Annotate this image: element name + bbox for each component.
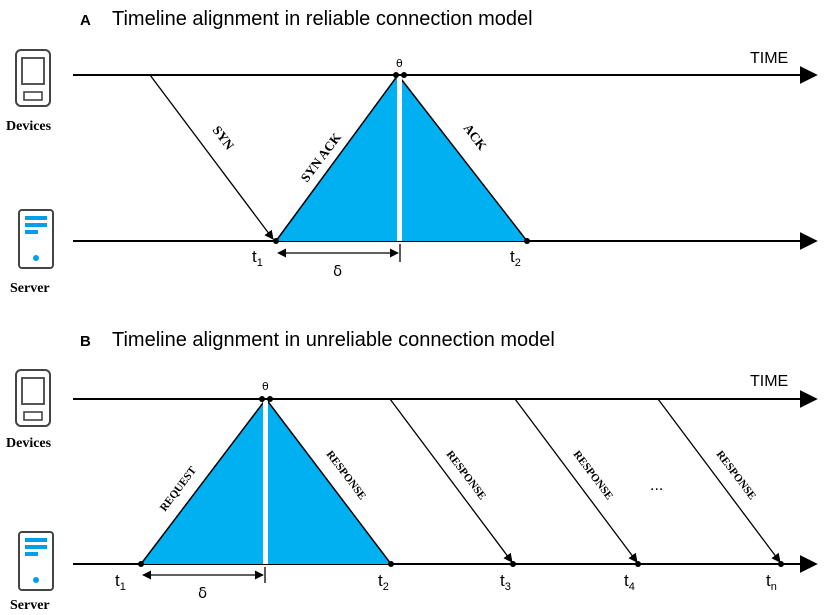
server-tower-icon [18,209,54,269]
time-label: TIME [750,373,788,390]
theta-point-left [259,396,265,402]
server-label: Server [10,598,50,613]
time-label: TIME [750,50,788,67]
theta-point-right [267,396,273,402]
panel-a: A Timeline alignment in reliable connect… [6,8,818,296]
response-arrow [265,398,392,565]
theta-label: θ [396,57,403,70]
syn-label: SYN [210,123,238,153]
t2-point [388,561,394,567]
t4-point [635,561,641,567]
ellipsis: ... [650,477,663,494]
devices-label: Devices [6,119,52,134]
panel-b-letter: B [80,333,91,350]
theta-divider [397,76,402,241]
mobile-device-icon [15,369,51,427]
response-label-2: RESPONSE [444,449,489,503]
response-arrow-2 [389,398,513,563]
t2-label: t2 [510,247,521,269]
synack-arrow [275,74,399,242]
response-label-n: RESPONSE [714,449,759,503]
t2-label: t2 [378,571,389,593]
syn-arrow [149,74,274,240]
ack-label: ACK [461,121,491,154]
response-arrow-3 [514,398,638,563]
tn-label: tn [766,571,777,593]
server-tower-icon [18,531,54,591]
t1-label: t1 [115,571,126,593]
t3-label: t3 [500,571,511,593]
t1-label: t1 [252,247,263,269]
devices-label: Devices [6,436,52,451]
t2-point [524,238,530,244]
panel-b: B Timeline alignment in unreliable conne… [6,329,818,613]
ack-arrow [397,74,528,242]
theta-point-left [393,72,399,78]
server-label: Server [10,281,50,296]
delta-label: δ [333,262,342,280]
tn-point [778,561,784,567]
request-arrow [140,398,267,565]
mobile-device-icon [15,49,51,107]
theta-label: θ [262,380,269,393]
panel-a-letter: A [80,12,91,29]
panel-b-title: Timeline alignment in unreliable connect… [112,329,555,351]
theta-point-right [401,72,407,78]
delta-label: δ [198,584,207,602]
t1-point [273,238,279,244]
t4-label: t4 [624,571,635,593]
response-label-3: RESPONSE [571,449,616,503]
t3-point [510,561,516,567]
theta-divider [263,400,268,564]
response-arrow-n [657,398,781,563]
t1-point [138,561,144,567]
panel-a-title: Timeline alignment in reliable connectio… [112,8,533,30]
